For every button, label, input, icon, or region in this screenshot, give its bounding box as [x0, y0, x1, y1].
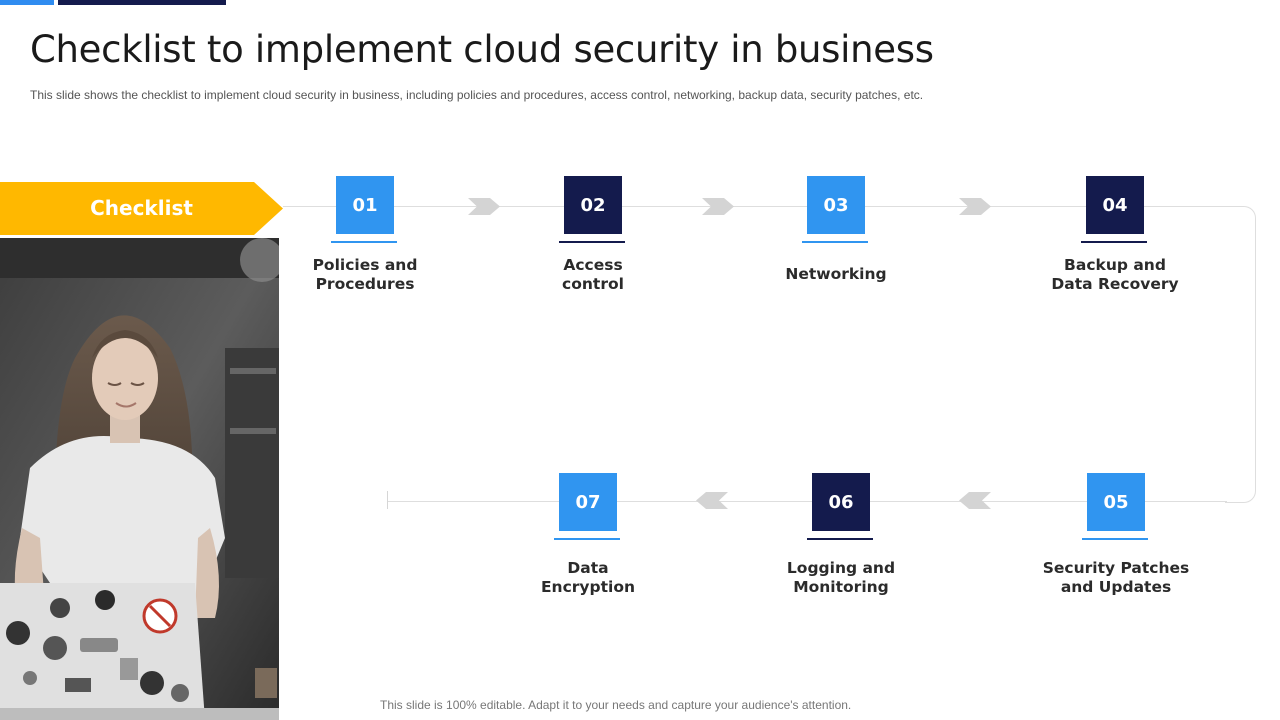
step-label: Backup and Data Recovery [1025, 256, 1205, 294]
step-label-line1: Data [567, 559, 609, 577]
slide-footer-note: This slide is 100% editable. Adapt it to… [380, 698, 852, 712]
step-label-line1: Logging and [786, 559, 896, 577]
chevron-right-icon [468, 198, 500, 215]
chevron-right-icon [959, 198, 991, 215]
step-label-line2: and Updates [1060, 578, 1172, 596]
step-label-line1: Networking [785, 265, 887, 283]
flow-line-top [283, 206, 1226, 207]
step-underline [802, 241, 868, 243]
step-label: Logging and Monitoring [751, 559, 931, 597]
step-underline [559, 241, 625, 243]
step-label-line2: Procedures [315, 275, 415, 293]
top-accent-bar-navy [58, 0, 226, 5]
slide-subtitle: This slide shows the checklist to implem… [30, 88, 924, 102]
step-label-line2: Data Recovery [1051, 275, 1179, 293]
step-number-badge: 06 [812, 473, 870, 531]
photo-illustration [0, 238, 279, 720]
step-label-line2: control [562, 275, 624, 293]
flow-line-bottom [387, 501, 1227, 502]
slide-title: Checklist to implement cloud security in… [30, 28, 934, 71]
step-label-line1: Access [563, 256, 623, 274]
chevron-left-icon [959, 492, 991, 509]
step-label: Policies and Procedures [275, 256, 455, 294]
step-number-badge: 05 [1087, 473, 1145, 531]
step-underline [331, 241, 397, 243]
step-number-badge: 03 [807, 176, 865, 234]
chevron-left-icon [696, 492, 728, 509]
step-label-line1: Security Patches [1042, 559, 1190, 577]
step-underline [1081, 241, 1147, 243]
step-label-line1: Policies and [312, 256, 418, 274]
chevron-right-icon [702, 198, 734, 215]
flow-line-end-cap [387, 491, 388, 509]
step-label: Access control [503, 256, 683, 294]
checklist-banner-label: Checklist [90, 196, 193, 220]
step-label: Data Encryption [498, 559, 678, 597]
top-accent-bar-blue [0, 0, 54, 5]
step-label: Networking [746, 265, 926, 284]
step-underline [807, 538, 873, 540]
step-label-line1: Backup and [1064, 256, 1166, 274]
step-number-badge: 04 [1086, 176, 1144, 234]
flow-line-connector [1225, 206, 1256, 503]
step-label-line2: Monitoring [793, 578, 889, 596]
step-number-badge: 07 [559, 473, 617, 531]
step-number-badge: 01 [336, 176, 394, 234]
step-underline [554, 538, 620, 540]
step-label-line2: Encryption [540, 578, 636, 596]
step-number-badge: 02 [564, 176, 622, 234]
checklist-banner: Checklist [0, 182, 283, 235]
woman-with-laptop-photo [0, 238, 279, 720]
step-underline [1082, 538, 1148, 540]
step-label: Security Patches and Updates [1026, 559, 1206, 597]
